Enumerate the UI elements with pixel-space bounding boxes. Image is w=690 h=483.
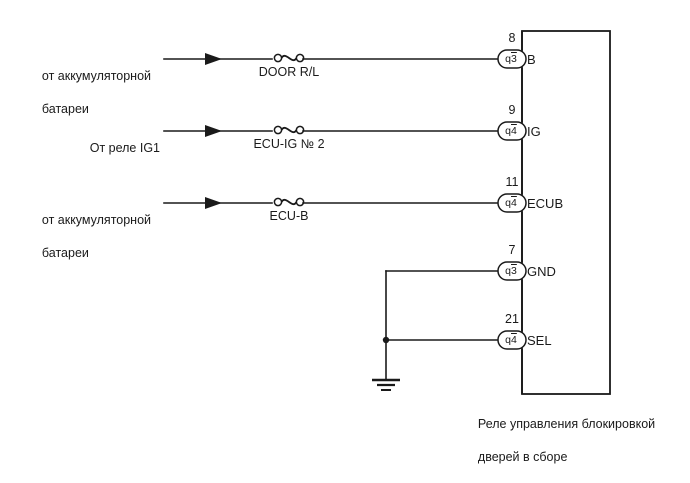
terminal-code-pin-9: q4 [498, 126, 524, 137]
fuse-symbol-2 [273, 125, 305, 135]
pin-name-gnd: GND [527, 264, 556, 279]
source-label-battery-1-line1: от аккумуляторной [41, 68, 152, 83]
arrow-right-icon-3 [205, 197, 222, 209]
pin-name-ecub: ECUB [527, 196, 564, 211]
source-label-battery-2: от аккумуляторной батареи [28, 195, 160, 279]
pin-name-ig: IG [527, 124, 541, 139]
source-label-ig1-relay: От реле IG1 [28, 123, 160, 173]
connector-caption: Реле управления блокировкой дверей в сбо… [464, 399, 690, 483]
fuse-symbol-1 [273, 53, 305, 63]
fuse-label-door-rl: DOOR R/L [258, 65, 320, 79]
pin-number-8: 8 [508, 31, 516, 45]
terminal-code-pin-7: q3 [498, 266, 524, 277]
pin-name-sel: SEL [527, 333, 552, 348]
terminal-oval-pin-11[interactable] [497, 193, 527, 213]
pin-number-9: 9 [508, 103, 516, 117]
terminal-code-pin-9-prefix: q [505, 125, 511, 137]
terminal-code-pin-9-suffix: 4 [511, 125, 517, 137]
source-label-battery-1: от аккумуляторной батареи [28, 51, 160, 135]
arrow-right-icon-2 [205, 125, 222, 137]
terminal-oval-pin-8[interactable] [497, 49, 527, 69]
terminal-code-pin-7-suffix: 3 [511, 265, 517, 277]
terminal-ovals [497, 49, 527, 350]
connector-caption-line1: Реле управления блокировкой [477, 416, 656, 431]
circuit-row-battery-ecu-b [163, 197, 499, 209]
terminal-oval-pin-21[interactable] [497, 330, 527, 350]
source-label-battery-1-line2: батареи [41, 102, 89, 117]
wiring-diagram: от аккумуляторной батареи От реле IG1 от… [28, 30, 655, 464]
arrow-right-icon-1 [205, 53, 222, 65]
terminal-oval-pin-9[interactable] [497, 121, 527, 141]
pin-number-11: 11 [505, 175, 519, 189]
terminal-code-pin-8: q3 [498, 54, 524, 65]
circuit-row-ig1-relay [163, 125, 499, 137]
source-label-battery-2-line1: от аккумуляторной [41, 212, 152, 227]
diagram-canvas [163, 30, 611, 395]
circuit-row-battery-door-rl [163, 53, 499, 65]
terminal-code-pin-11: q4 [498, 198, 524, 209]
pin-number-7: 7 [508, 243, 516, 257]
ground-circuit [372, 270, 499, 391]
terminal-code-pin-8-prefix: q [505, 53, 511, 65]
terminal-code-pin-8-suffix: 3 [511, 53, 517, 65]
terminal-code-pin-21-prefix: q [505, 334, 511, 346]
junction-dot-sel [382, 336, 390, 344]
connector-caption-line2: дверей в сборе [477, 450, 568, 465]
source-label-battery-2-line2: батареи [41, 246, 89, 261]
fuse-symbol-3 [273, 197, 305, 207]
pin-name-b: B [527, 52, 536, 67]
chassis-ground-icon [372, 378, 400, 391]
fuse-label-ecu-ig-2: ECU-IG № 2 [253, 137, 325, 151]
source-label-ig1-relay-line1: От реле IG1 [89, 140, 160, 155]
terminal-code-pin-7-prefix: q [505, 265, 511, 277]
terminal-oval-pin-7[interactable] [497, 261, 527, 281]
terminal-code-pin-21: q4 [498, 335, 524, 346]
terminal-code-pin-11-suffix: 4 [511, 197, 517, 209]
terminal-code-pin-11-prefix: q [505, 197, 511, 209]
terminal-code-pin-21-suffix: 4 [511, 334, 517, 346]
fuse-label-ecu-b: ECU-B [269, 209, 309, 223]
pin-number-21: 21 [505, 312, 519, 326]
